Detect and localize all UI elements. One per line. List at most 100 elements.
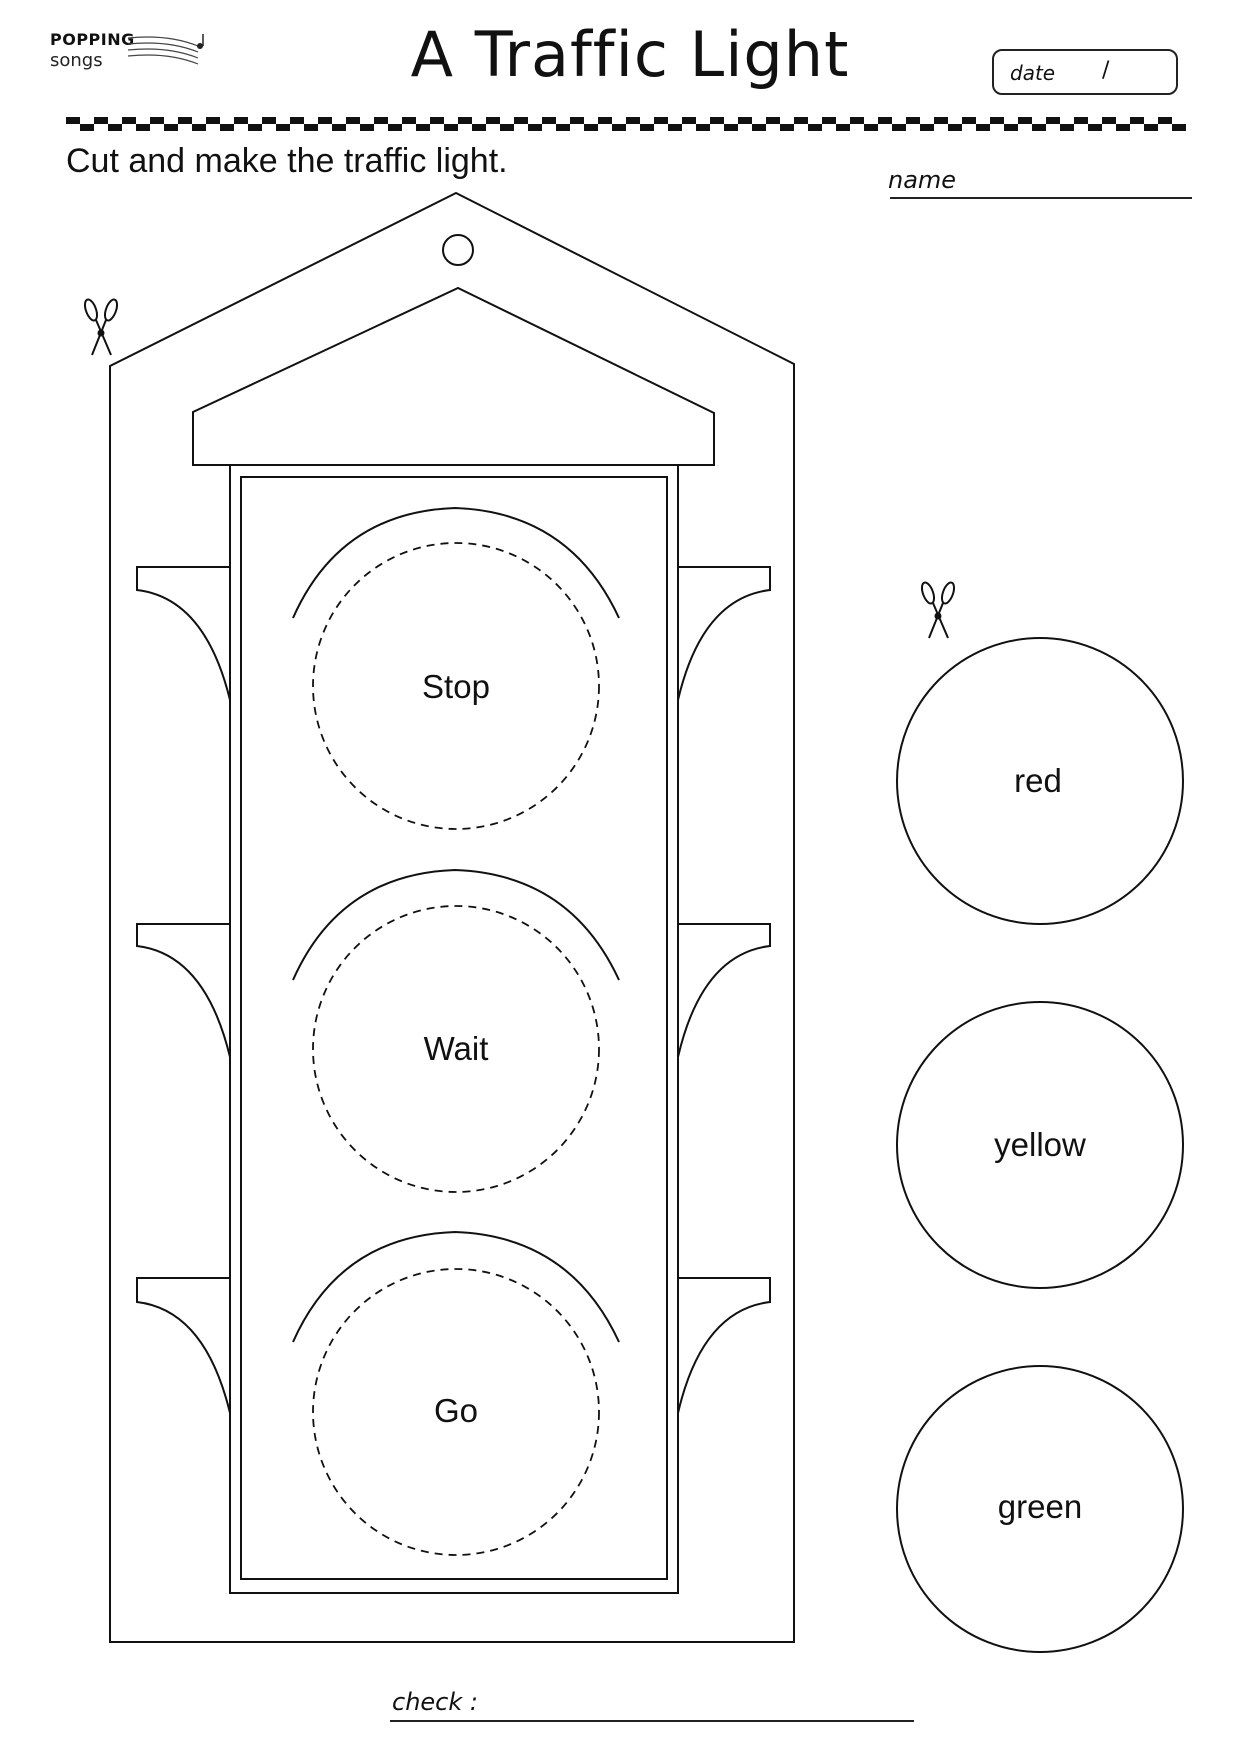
checker-square xyxy=(570,117,584,124)
checker-square xyxy=(1172,124,1186,131)
checker-square xyxy=(948,124,962,131)
checker-square xyxy=(304,124,318,131)
logo-songs: songs xyxy=(50,50,103,71)
light-circle-go xyxy=(312,1268,600,1556)
visor-wait xyxy=(292,868,620,981)
roof-hood xyxy=(192,286,715,466)
checker-square xyxy=(892,124,906,131)
hanger-hole xyxy=(442,234,474,266)
light-label-stop: Stop xyxy=(422,668,490,705)
checker-square xyxy=(1130,117,1144,124)
checker-square xyxy=(976,124,990,131)
logo-popping: POPPING xyxy=(50,30,135,49)
checker-square xyxy=(598,117,612,124)
checker-square xyxy=(444,124,458,131)
date-label: date xyxy=(1010,61,1056,85)
checker-square xyxy=(766,117,780,124)
checker-square xyxy=(458,117,472,124)
light-circle-stop xyxy=(312,542,600,830)
light-label-wait: Wait xyxy=(423,1030,489,1067)
checker-square xyxy=(150,117,164,124)
checker-square xyxy=(1158,117,1172,124)
checker-square xyxy=(136,124,150,131)
date-field[interactable] xyxy=(992,49,1178,95)
checker-square xyxy=(612,124,626,131)
visor-stop xyxy=(292,506,620,619)
music-staff-icon xyxy=(128,34,204,65)
checker-square xyxy=(430,117,444,124)
checker-square xyxy=(248,124,262,131)
checker-square xyxy=(654,117,668,124)
checker-square xyxy=(416,124,430,131)
checker-square xyxy=(1060,124,1074,131)
checker-square xyxy=(108,124,122,131)
checker-square xyxy=(738,117,752,124)
checker-square xyxy=(822,117,836,124)
checker-square xyxy=(808,124,822,131)
checker-square xyxy=(192,124,206,131)
left-brackets xyxy=(136,566,231,1414)
checker-square xyxy=(164,124,178,131)
checker-square xyxy=(556,124,570,131)
checker-square xyxy=(206,117,220,124)
checker-square xyxy=(1088,124,1102,131)
checker-square xyxy=(262,117,276,124)
checker-square xyxy=(66,117,80,124)
checker-square xyxy=(794,117,808,124)
checker-square xyxy=(374,117,388,124)
check-label: check : xyxy=(392,1688,478,1716)
name-line[interactable] xyxy=(890,197,1192,199)
checker-square xyxy=(850,117,864,124)
checker-square xyxy=(696,124,710,131)
checker-square xyxy=(290,117,304,124)
checker-square xyxy=(332,124,346,131)
checker-square xyxy=(402,117,416,124)
checker-square xyxy=(318,117,332,124)
cutout-label-yellow: yellow xyxy=(994,1126,1086,1163)
page-title: A Traffic Light xyxy=(410,18,850,91)
checker-square xyxy=(584,124,598,131)
cutout-circle-green xyxy=(896,1365,1184,1653)
checker-square xyxy=(724,124,738,131)
checker-square xyxy=(528,124,542,131)
checker-square xyxy=(472,124,486,131)
cutout-circle-yellow xyxy=(896,1001,1184,1289)
checker-square xyxy=(514,117,528,124)
checker-square xyxy=(752,124,766,131)
checker-square xyxy=(710,117,724,124)
checker-square xyxy=(94,117,108,124)
checker-square xyxy=(220,124,234,131)
checker-square xyxy=(626,117,640,124)
checker-square xyxy=(1074,117,1088,124)
name-label: name xyxy=(888,166,957,194)
light-label-go: Go xyxy=(433,1392,479,1429)
checker-square xyxy=(878,117,892,124)
checker-square xyxy=(640,124,654,131)
checker-square xyxy=(388,124,402,131)
checker-square xyxy=(1046,117,1060,124)
checker-square xyxy=(962,117,976,124)
checker-square xyxy=(906,117,920,124)
checker-square xyxy=(360,124,374,131)
checker-square xyxy=(234,117,248,124)
checker-square xyxy=(780,124,794,131)
date-separator: / xyxy=(1102,58,1110,83)
checker-square xyxy=(122,117,136,124)
scissors-icon xyxy=(83,298,119,356)
checker-square xyxy=(1102,117,1116,124)
right-brackets xyxy=(677,566,771,1414)
checker-square xyxy=(920,124,934,131)
checker-square xyxy=(1004,124,1018,131)
checker-divider xyxy=(66,117,1186,131)
checker-square xyxy=(1018,117,1032,124)
checker-square xyxy=(934,117,948,124)
housing-outer xyxy=(229,464,679,1594)
cutout-label-green: green xyxy=(997,1488,1083,1525)
checker-square xyxy=(1116,124,1130,131)
housing-inner xyxy=(240,476,668,1580)
check-line[interactable] xyxy=(390,1720,914,1722)
checker-square xyxy=(486,117,500,124)
checker-square xyxy=(178,117,192,124)
checker-square xyxy=(1032,124,1046,131)
